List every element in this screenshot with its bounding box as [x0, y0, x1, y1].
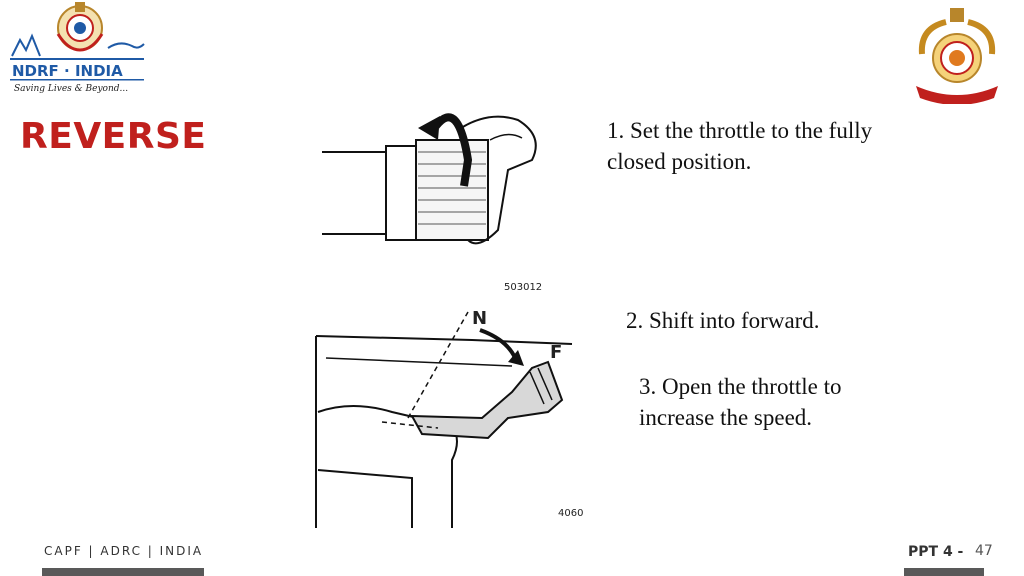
emblem-icon	[56, 2, 104, 52]
shift-lever-diagram: N F 4060	[312, 300, 584, 528]
step-1-text: 1. Set the throttle to the fully closed …	[607, 118, 873, 174]
throttle-diagram: 503012	[318, 100, 548, 294]
footer-org-text: CAPF | ADRC | INDIA	[44, 544, 204, 558]
step-2-text: 2. Shift into forward.	[626, 308, 820, 333]
label-f: F	[550, 342, 562, 363]
diagram-code: 503012	[504, 282, 542, 293]
page-number: 47	[975, 543, 993, 559]
footer-ppt-label: PPT 4 -	[908, 544, 964, 560]
diagram-code: 4060	[558, 508, 583, 519]
ndrf-logo: NDRF · INDIA Saving Lives & Beyond...	[8, 0, 148, 96]
label-n: N	[472, 308, 487, 329]
footer-bar-right	[904, 568, 984, 576]
step-3-text: 3. Open the throttle to increase the spe…	[639, 374, 842, 430]
logo-name: NDRF · INDIA	[12, 62, 123, 80]
page-title: REVERSE	[20, 116, 207, 157]
emblem-right-logo	[912, 8, 1002, 105]
footer-bar-left	[42, 568, 204, 576]
logo-tagline: Saving Lives & Beyond...	[14, 84, 128, 94]
